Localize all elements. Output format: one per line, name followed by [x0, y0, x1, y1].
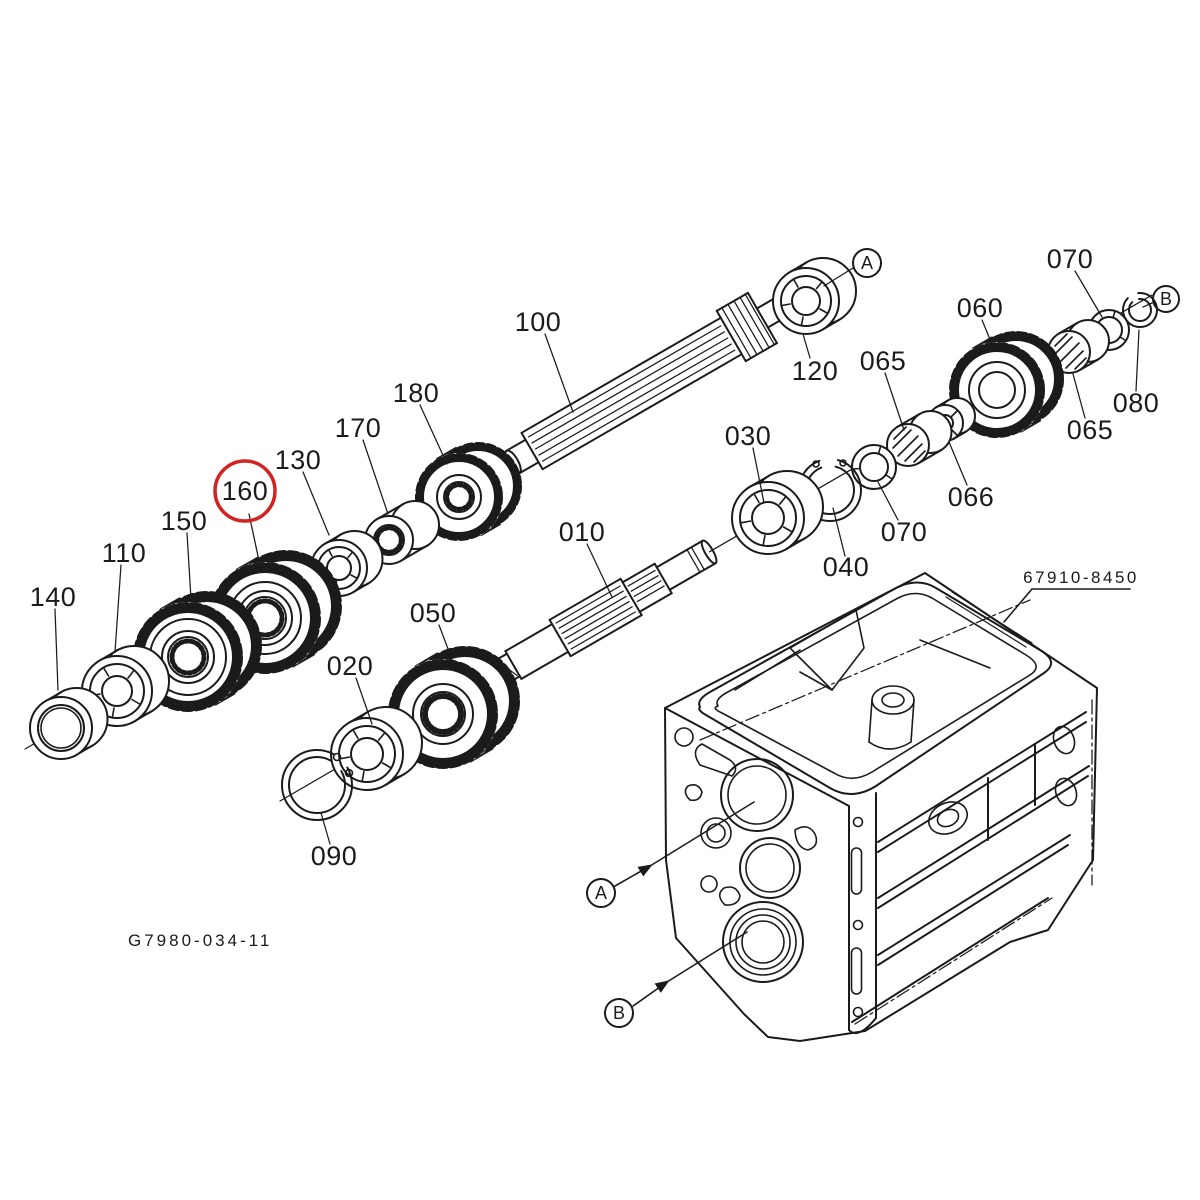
view-marker-b-top: B — [1152, 285, 1180, 313]
part-label-050: 050 — [410, 598, 457, 628]
case-front-bores — [674, 727, 804, 983]
case-interior-details — [734, 609, 991, 750]
view-b-arrow — [632, 931, 748, 1007]
top-centerline — [699, 599, 1031, 741]
view-marker-a-top-letter: A — [861, 253, 873, 273]
part-140-collar — [29, 687, 109, 760]
part-120-ball-bearing — [772, 257, 857, 335]
part-label-140: 140 — [30, 582, 77, 612]
case-right-face — [851, 699, 1093, 1025]
part-label-010: 010 — [559, 517, 606, 547]
transmission-case-drawing — [664, 572, 1098, 1042]
part-030-ball-bearing — [731, 470, 824, 555]
view-a-arrow — [614, 801, 755, 887]
part-label-070-top: 070 — [1047, 244, 1094, 274]
part-label-065-right: 065 — [1067, 415, 1114, 445]
part-130-ball-bearing — [310, 530, 384, 597]
case-webs — [684, 743, 818, 906]
rim-hatch — [945, 591, 1033, 648]
part-label-090: 090 — [311, 841, 358, 871]
view-marker-b-bottom: B — [604, 931, 748, 1028]
part-090-snap-ring — [281, 749, 354, 821]
part-070-washer-middle — [851, 444, 897, 490]
pinion-teeth — [721, 293, 775, 359]
case-front-column — [848, 792, 877, 1034]
part-label-150: 150 — [161, 506, 208, 536]
leader-lines — [54, 267, 1153, 845]
part-label-170: 170 — [335, 413, 382, 443]
part-label-160: 160 — [222, 476, 269, 506]
view-marker-b-top-letter: B — [1160, 289, 1172, 309]
part-100-main-shaft — [504, 291, 789, 475]
view-marker-b-bottom-letter: B — [613, 1003, 625, 1023]
highlight-circle-160 — [213, 459, 277, 523]
part-label-120: 120 — [792, 356, 839, 386]
part-080-snap-ring — [1122, 292, 1158, 328]
part-label-100: 100 — [515, 307, 562, 337]
part-label-080: 080 — [1113, 388, 1160, 418]
housing-part-number: 67910-8450 — [1023, 568, 1139, 587]
part-065-needle-bearing-left — [886, 410, 953, 467]
part-label-110: 110 — [102, 538, 147, 568]
view-marker-a-bottom: A — [586, 801, 755, 908]
needle-hatch — [1053, 333, 1087, 370]
part-label-060: 060 — [957, 293, 1004, 323]
part-label-030: 030 — [725, 421, 772, 451]
part-label-180: 180 — [393, 378, 440, 408]
part-label-065-left: 065 — [860, 346, 907, 376]
drawing-number: G7980-034-11 — [128, 931, 272, 950]
part-label-130: 130 — [275, 445, 322, 475]
view-marker-a-bottom-letter: A — [595, 883, 607, 903]
part-060-gear — [949, 331, 1064, 438]
part-label-040: 040 — [823, 552, 870, 582]
part-label-020: 020 — [327, 651, 374, 681]
part-label-070-mid: 070 — [881, 517, 928, 547]
part-label-066: 066 — [948, 482, 995, 512]
part-050-gear — [388, 646, 520, 769]
housing-part-number-callout: 67910-8450 — [1003, 568, 1139, 623]
view-marker-a-top: A — [852, 248, 882, 278]
needle-hatch — [892, 426, 926, 463]
